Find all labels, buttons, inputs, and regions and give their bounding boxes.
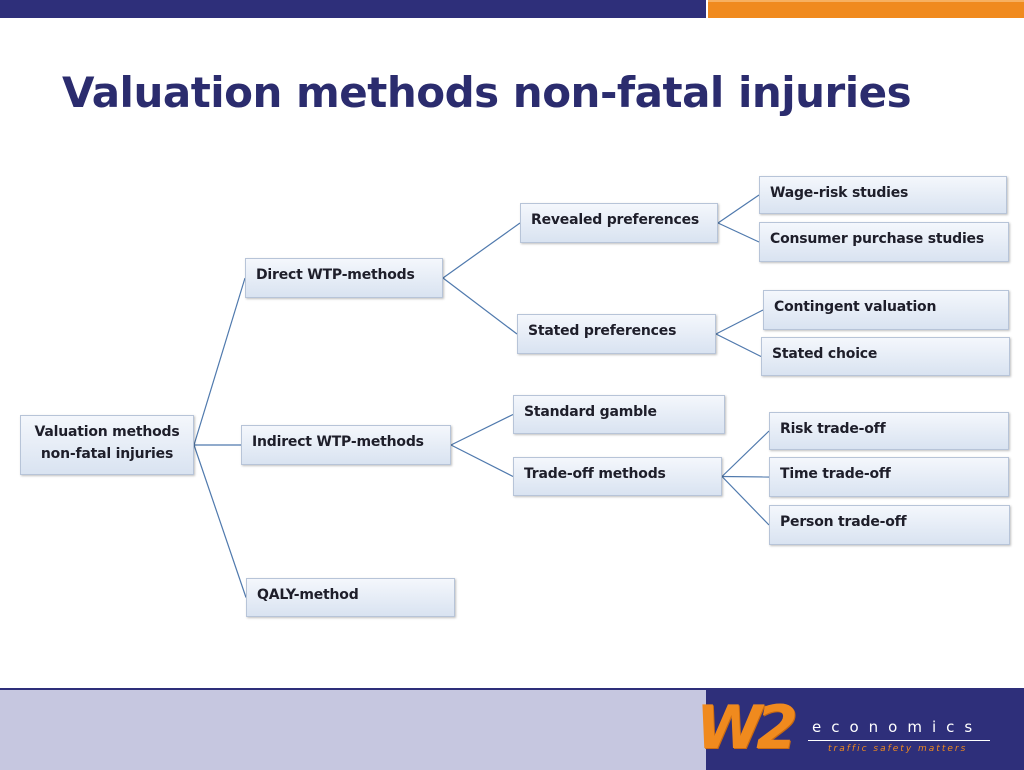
node-standard-gamble: Standard gamble xyxy=(513,395,725,434)
connector-revealed-consumer_purchase xyxy=(717,222,760,243)
connector-tradeoff_methods-risk_tradeoff xyxy=(721,430,770,477)
connector-tradeoff_methods-person_tradeoff xyxy=(721,476,770,526)
connector-root-qaly xyxy=(193,444,247,598)
node-risk-trade-off: Risk trade-off xyxy=(769,412,1009,450)
connector-direct_wtp-revealed xyxy=(442,222,521,279)
connector-stated-stated_choice xyxy=(715,333,762,358)
connector-indirect_wtp-standard_gamble xyxy=(450,413,514,446)
node-stated-preferences: Stated preferences xyxy=(517,314,716,354)
logo-divider xyxy=(808,740,990,741)
node-qaly-method: QALY-method xyxy=(246,578,455,617)
logo-tagline: traffic safety matters xyxy=(828,744,968,754)
node-revealed-preferences: Revealed preferences xyxy=(520,203,718,243)
connector-indirect_wtp-tradeoff_methods xyxy=(450,444,514,478)
node-time-trade-off: Time trade-off xyxy=(769,457,1009,497)
slide-title: Valuation methods non-fatal injuries xyxy=(62,68,912,117)
node-contingent-valuation: Contingent valuation xyxy=(763,290,1009,330)
node-person-trade-off: Person trade-off xyxy=(769,505,1010,545)
node-wage-risk-studies: Wage-risk studies xyxy=(759,176,1007,214)
connector-direct_wtp-stated xyxy=(442,277,518,335)
node-consumer-purchase-studies: Consumer purchase studies xyxy=(759,222,1009,262)
connector-revealed-wage_risk xyxy=(717,194,760,224)
node-root: Valuation methods non-fatal injuries xyxy=(20,415,194,475)
connector-tradeoff_methods-time_tradeoff xyxy=(721,475,770,478)
logo-wordmark: economics xyxy=(812,718,983,736)
node-stated-choice: Stated choice xyxy=(761,337,1010,376)
connector-root-direct_wtp xyxy=(193,277,246,446)
connector-stated-contingent_valuation xyxy=(715,309,764,335)
top-accent-bar xyxy=(0,0,706,18)
top-accent-bar-orange xyxy=(708,0,1024,18)
node-trade-off-methods: Trade-off methods xyxy=(513,457,722,496)
footer-brand-panel xyxy=(706,688,1024,770)
node-direct-wtp-methods: Direct WTP-methods xyxy=(245,258,443,298)
w2-logo-mark: W2 xyxy=(696,693,798,763)
node-indirect-wtp-methods: Indirect WTP-methods xyxy=(241,425,451,465)
